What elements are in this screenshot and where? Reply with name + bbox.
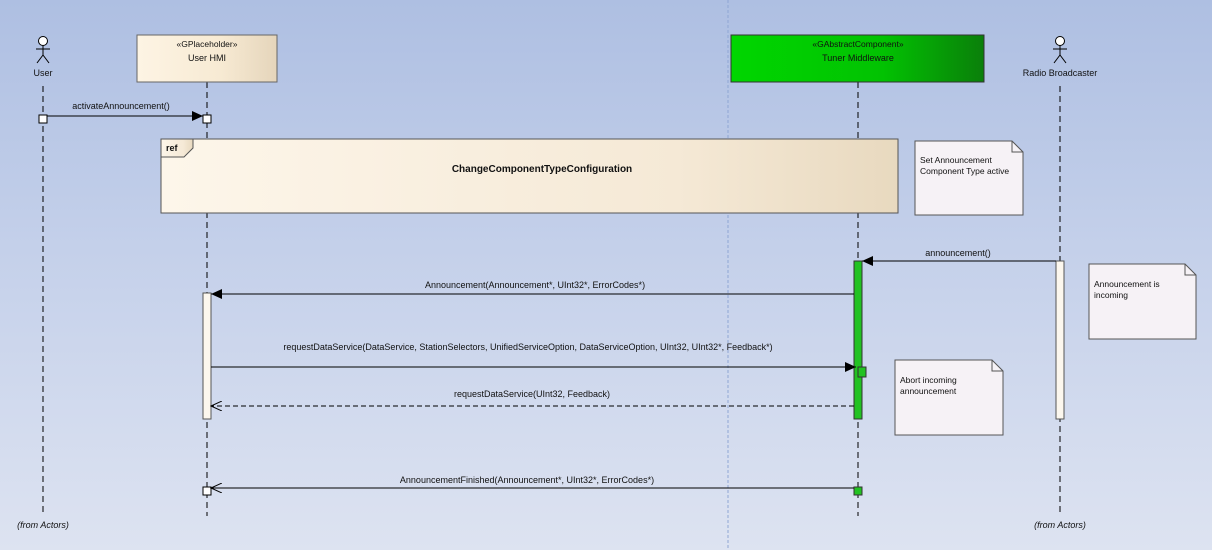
radio-actor-icon[interactable] bbox=[1053, 36, 1067, 64]
radio-activation bbox=[1055, 260, 1065, 420]
msg-request-data-service-return[interactable]: requestDataService(UInt32, Feedback) bbox=[211, 389, 854, 406]
msg-request-label: requestDataService(DataService, StationS… bbox=[283, 342, 772, 352]
radio-label: Radio Broadcaster bbox=[1023, 68, 1098, 78]
radio-from-actors: (from Actors) bbox=[1034, 520, 1086, 530]
tuner-self-activation bbox=[857, 366, 867, 378]
note-announcement-incoming[interactable]: Announcement is incoming bbox=[1088, 263, 1197, 340]
hmi-activation-1 bbox=[202, 114, 212, 124]
msg-request-data-service[interactable]: requestDataService(DataService, StationS… bbox=[211, 342, 856, 372]
hmi-label: User HMI bbox=[188, 53, 226, 63]
tuner-middleware-box[interactable]: «GAbstractComponent» Tuner Middleware bbox=[730, 34, 985, 83]
tuner-activation bbox=[853, 260, 863, 420]
user-hmi-box[interactable]: «GPlaceholder» User HMI bbox=[136, 34, 278, 83]
msg-announcement-finished[interactable]: AnnouncementFinished(Announcement*, UInt… bbox=[211, 475, 854, 488]
msg-activate-announcement[interactable]: activateAnnouncement() bbox=[47, 101, 203, 121]
msg-finished-label: AnnouncementFinished(Announcement*, UInt… bbox=[400, 475, 654, 485]
note-3-line-1: Abort incoming bbox=[900, 375, 957, 385]
tuner-stereotype: «GAbstractComponent» bbox=[812, 39, 903, 49]
msg-announcement-call-label: Announcement(Announcement*, UInt32*, Err… bbox=[425, 280, 645, 290]
msg-activate-label: activateAnnouncement() bbox=[72, 101, 170, 111]
note-1-line-1: Set Announcement bbox=[920, 155, 992, 165]
tuner-activation-end bbox=[853, 486, 863, 496]
hmi-activation-3 bbox=[202, 486, 212, 496]
note-1-line-2: Component Type active bbox=[920, 166, 1009, 176]
note-2-line-2: incoming bbox=[1094, 290, 1128, 300]
user-actor-icon[interactable] bbox=[36, 36, 50, 64]
ref-tag: ref bbox=[166, 143, 179, 153]
hmi-activation-2 bbox=[202, 292, 212, 420]
msg-announcement-label: announcement() bbox=[925, 248, 991, 258]
msg-request-return-label: requestDataService(UInt32, Feedback) bbox=[454, 389, 610, 399]
note-2-line-1: Announcement is bbox=[1094, 279, 1160, 289]
tuner-label: Tuner Middleware bbox=[822, 53, 894, 63]
ref-fragment[interactable]: ref ChangeComponentTypeConfiguration bbox=[160, 138, 899, 214]
note-set-announcement[interactable]: Set Announcement Component Type active bbox=[914, 140, 1024, 216]
user-activation bbox=[38, 114, 48, 124]
user-from-actors: (from Actors) bbox=[17, 520, 69, 530]
hmi-stereotype: «GPlaceholder» bbox=[177, 39, 238, 49]
msg-announcement[interactable]: announcement() bbox=[862, 248, 1056, 266]
user-label: User bbox=[33, 68, 52, 78]
note-3-line-2: announcement bbox=[900, 386, 957, 396]
note-abort-announcement[interactable]: Abort incoming announcement bbox=[894, 359, 1004, 436]
ref-title: ChangeComponentTypeConfiguration bbox=[452, 164, 632, 175]
msg-announcement-call[interactable]: Announcement(Announcement*, UInt32*, Err… bbox=[211, 280, 854, 299]
